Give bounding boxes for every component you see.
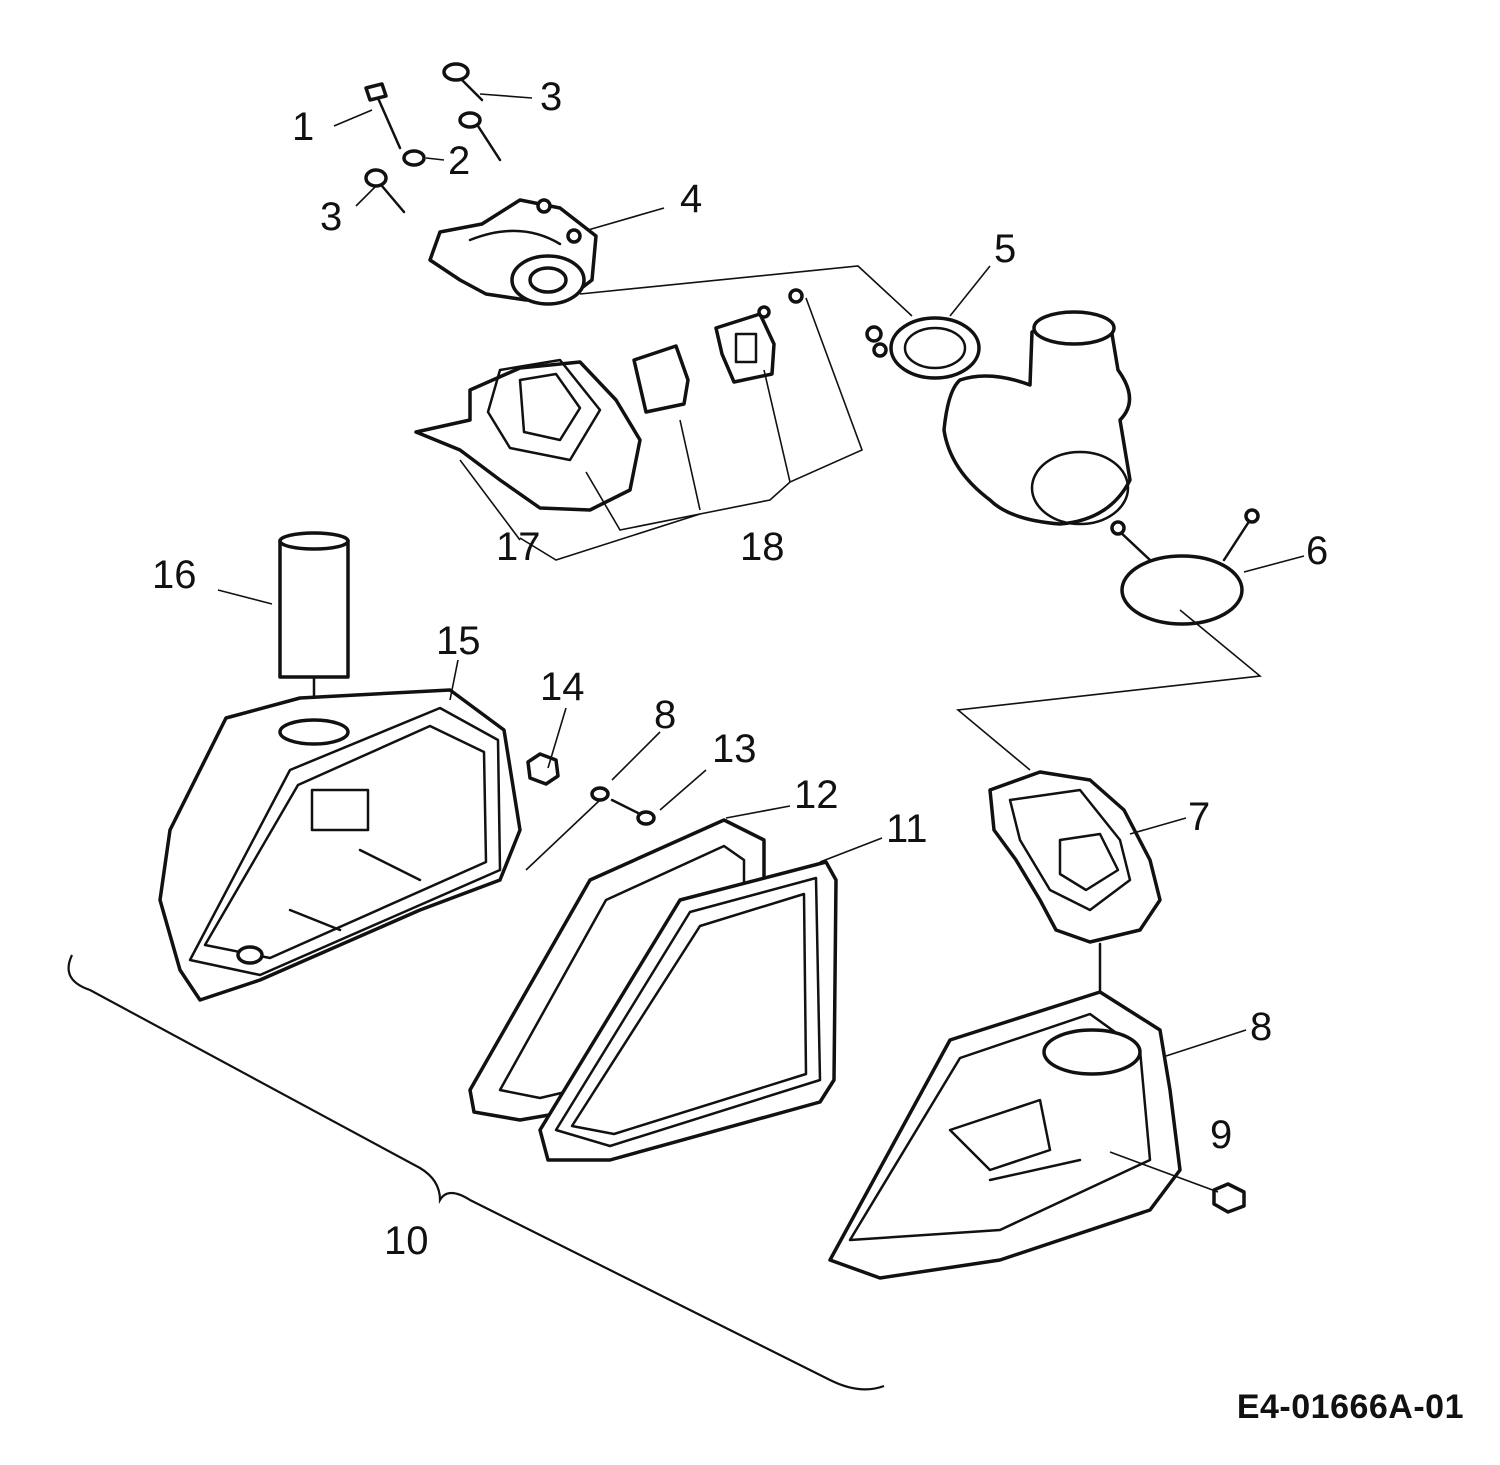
gasket-18 [714, 312, 776, 384]
filter-element-18 [632, 344, 690, 414]
gasket-6 [1110, 508, 1260, 626]
callout-17: 17 [496, 525, 541, 569]
base-plate-17 [414, 358, 642, 512]
callout-3-top: 3 [540, 75, 562, 119]
callout-13: 13 [712, 727, 757, 771]
paper-filter-11 [538, 860, 838, 1162]
callout-10: 10 [384, 1219, 429, 1263]
diagram-code: E4-01666A-01 [1236, 1388, 1464, 1426]
bracket-10 [67, 954, 885, 1391]
filter-16 [278, 531, 350, 732]
bolts-18 [757, 288, 804, 319]
callout-6: 6 [1306, 529, 1328, 573]
callout-18: 18 [740, 525, 785, 569]
washer-8-left [590, 786, 610, 802]
leader-lines [217, 93, 1305, 1193]
callout-12: 12 [794, 773, 839, 817]
nut-14 [526, 752, 560, 786]
screw-3-mid [458, 111, 502, 162]
nut-9 [1212, 1182, 1246, 1214]
screw-3-left [364, 168, 406, 214]
callout-16: 16 [152, 553, 197, 597]
screw-3-top [442, 62, 484, 102]
bolt-13 [610, 798, 656, 826]
callout-8-right: 8 [1250, 1005, 1272, 1049]
housing-base-8 [828, 990, 1182, 1280]
callout-14: 14 [540, 665, 585, 709]
callout-15: 15 [436, 619, 481, 663]
air-filter-cover-15 [158, 688, 522, 1002]
callout-5: 5 [994, 227, 1016, 271]
callout-4: 4 [680, 177, 702, 221]
callout-8-left: 8 [654, 693, 676, 737]
callout-7: 7 [1188, 795, 1210, 839]
screw-1 [364, 82, 402, 150]
gasket-5 [865, 316, 981, 380]
callout-9: 9 [1210, 1113, 1232, 1157]
washer-2 [402, 149, 426, 167]
carburetor-4 [428, 198, 598, 306]
callout-1: 1 [292, 105, 314, 149]
callout-2: 2 [448, 139, 470, 183]
callout-11: 11 [886, 807, 928, 851]
callout-3-left: 3 [320, 195, 342, 239]
intake-elbow [942, 310, 1132, 526]
